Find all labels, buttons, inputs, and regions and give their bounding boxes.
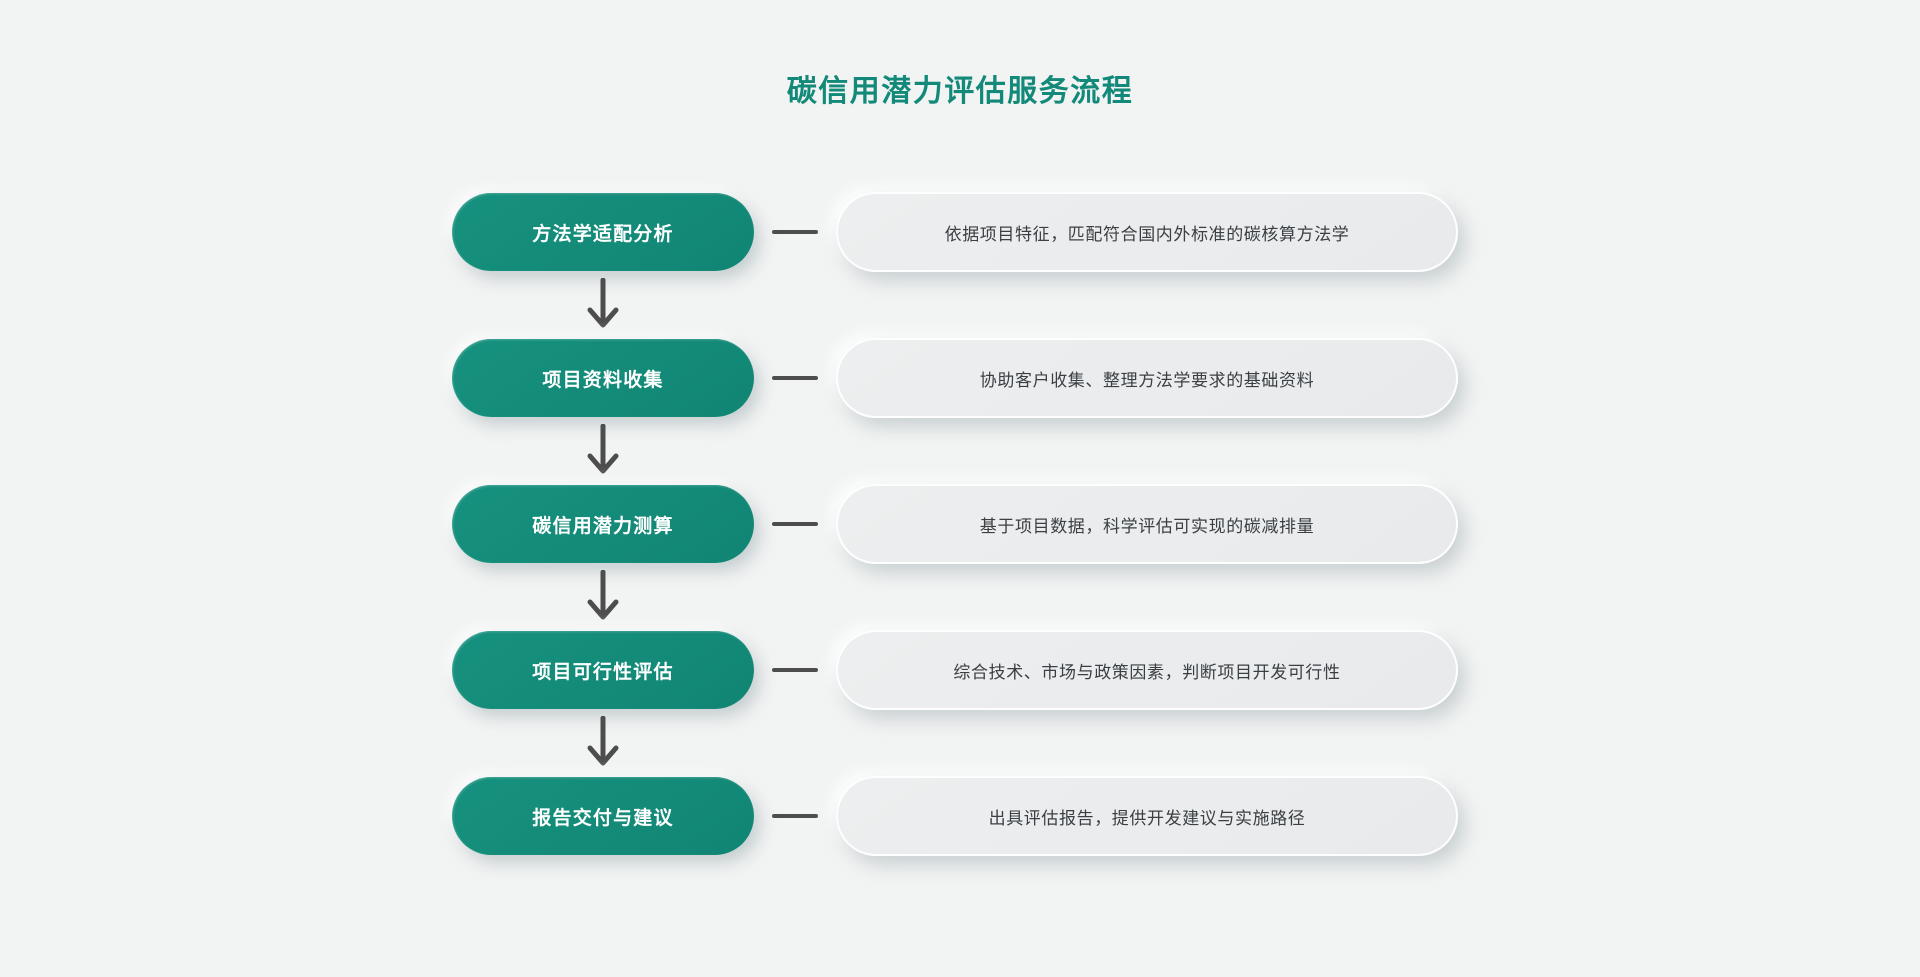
step-pill-1[interactable]: 方法学适配分析: [452, 193, 754, 271]
step-description-card-5: 出具评估报告，提供开发建议与实施路径: [836, 776, 1458, 856]
step-description: 协助客户收集、整理方法学要求的基础资料: [979, 370, 1315, 390]
step-pill-3[interactable]: 碳信用潜力测算: [452, 485, 754, 563]
flow-row: 碳信用潜力测算 基于项目数据，科学评估可实现的碳减排量: [452, 482, 1482, 566]
down-arrow-icon: [587, 424, 619, 474]
step-description: 基于项目数据，科学评估可实现的碳减排量: [979, 516, 1315, 536]
flow-row: 项目资料收集 协助客户收集、整理方法学要求的基础资料: [452, 336, 1482, 420]
down-arrow-icon: [587, 278, 619, 328]
step-description-card-2: 协助客户收集、整理方法学要求的基础资料: [836, 338, 1458, 418]
step-pill-4[interactable]: 项目可行性评估: [452, 631, 754, 709]
step-pill-5[interactable]: 报告交付与建议: [452, 777, 754, 855]
flow-row: 项目可行性评估 综合技术、市场与政策因素，判断项目开发可行性: [452, 628, 1482, 712]
page-title: 碳信用潜力评估服务流程: [786, 75, 1134, 108]
horizontal-line-icon: [766, 230, 824, 234]
step-description: 出具评估报告，提供开发建议与实施路径: [988, 808, 1306, 828]
horizontal-line-icon: [766, 522, 824, 526]
down-arrow-icon: [587, 716, 619, 766]
flow-connector: [452, 712, 754, 774]
step-label: 报告交付与建议: [532, 807, 674, 829]
horizontal-line-icon: [766, 814, 824, 818]
step-label: 方法学适配分析: [532, 223, 674, 245]
step-description-card-3: 基于项目数据，科学评估可实现的碳减排量: [836, 484, 1458, 564]
step-label: 碳信用潜力测算: [532, 515, 674, 537]
step-description: 综合技术、市场与政策因素，判断项目开发可行性: [953, 662, 1341, 682]
flow-connector: [452, 566, 754, 628]
step-pill-2[interactable]: 项目资料收集: [452, 339, 754, 417]
flow-bottom-spacer: [452, 858, 1482, 882]
step-label: 项目可行性评估: [532, 661, 674, 683]
step-description: 依据项目特征，匹配符合国内外标准的碳核算方法学: [944, 224, 1350, 244]
process-flow: 方法学适配分析 依据项目特征，匹配符合国内外标准的碳核算方法学 项目资料收集: [452, 190, 1482, 882]
horizontal-line-icon: [766, 668, 824, 672]
flow-connector: [452, 274, 754, 336]
step-label: 项目资料收集: [542, 369, 664, 391]
flow-connector: [452, 420, 754, 482]
flow-row: 方法学适配分析 依据项目特征，匹配符合国内外标准的碳核算方法学: [452, 190, 1482, 274]
down-arrow-icon: [587, 570, 619, 620]
horizontal-line-icon: [766, 376, 824, 380]
step-description-card-4: 综合技术、市场与政策因素，判断项目开发可行性: [836, 630, 1458, 710]
step-description-card-1: 依据项目特征，匹配符合国内外标准的碳核算方法学: [836, 192, 1458, 272]
flow-row: 报告交付与建议 出具评估报告，提供开发建议与实施路径: [452, 774, 1482, 858]
